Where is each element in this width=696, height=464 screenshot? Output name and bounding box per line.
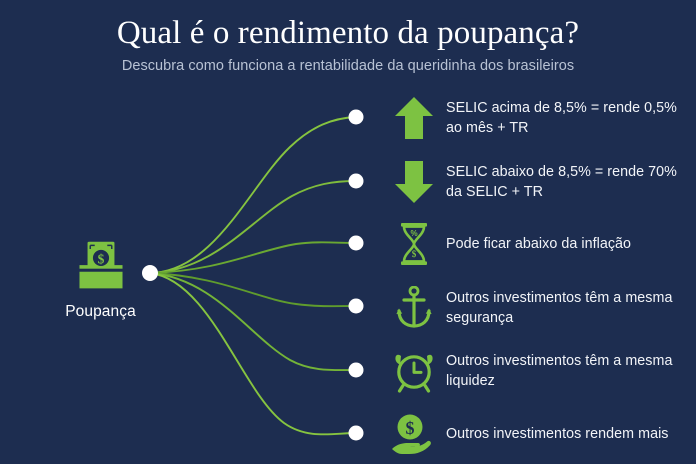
connector-path-5 [149, 272, 357, 436]
list-item-label: Outros investimentos rendem mais [446, 425, 669, 442]
money-deposit-icon: $ [78, 241, 123, 289]
header: Qual é o rendimento da poupança? Descubr… [0, 0, 696, 74]
list-item-label: Outros investimentos têm a mesma seguran… [446, 289, 673, 326]
list-item-label: SELIC acima de 8,5% = rende 0,5% ao mês … [446, 99, 677, 136]
list-item: $ Outros investimentos rendem mais [388, 408, 696, 460]
hourglass-icon: % $ [388, 218, 440, 270]
list-item-label: Outros investimentos têm a mesma liquide… [446, 352, 673, 389]
source-node: $ Poupança [28, 240, 173, 321]
endpoint-node-0 [348, 109, 364, 125]
svg-text:$: $ [406, 418, 415, 438]
endpoint-node-3 [348, 298, 364, 314]
svg-text:%: % [410, 229, 417, 238]
list-item-label: SELIC abaixo de 8,5% = rende 70% da SELI… [446, 163, 677, 200]
endpoint-node-4 [348, 362, 364, 378]
source-label: Poupança [65, 303, 136, 320]
endpoint-node-1 [348, 173, 364, 189]
list-item: Outros investimentos têm a mesma liquide… [388, 345, 696, 397]
connector-path-2 [149, 241, 357, 274]
connector-path-0 [149, 116, 357, 274]
list-item: SELIC acima de 8,5% = rende 0,5% ao mês … [388, 92, 696, 144]
page-title: Qual é o rendimento da poupança? [116, 15, 580, 51]
alarm-clock-icon [388, 345, 440, 397]
endpoint-node-5 [348, 425, 364, 441]
page-subtitle: Descubra como funciona a rentabilidade d… [121, 58, 575, 75]
arrow-down-icon [388, 156, 440, 208]
list-item: Outros investimentos têm a mesma seguran… [388, 282, 696, 334]
list-item: % $ Pode ficar abaixo da inflação [388, 218, 696, 270]
connector-path-4 [149, 272, 357, 372]
list-item: SELIC abaixo de 8,5% = rende 70% da SELI… [388, 156, 696, 208]
hand-coin-icon: $ [388, 408, 440, 460]
connector-path-1 [149, 180, 357, 274]
anchor-icon [388, 282, 440, 334]
endpoint-node-2 [348, 235, 364, 251]
arrow-up-icon [388, 92, 440, 144]
svg-text:$: $ [97, 251, 104, 266]
list-item-label: Pode ficar abaixo da inflação [446, 235, 632, 252]
connector-path-3 [149, 272, 357, 308]
svg-text:$: $ [412, 249, 417, 259]
